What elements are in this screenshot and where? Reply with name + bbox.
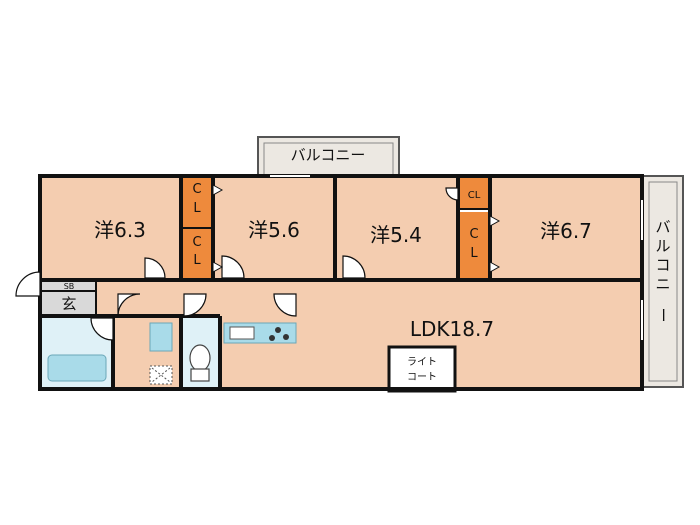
closet-door-marks [212,184,501,273]
closet-3 [459,178,489,208]
thin-walls [42,208,490,316]
room-label-western-2: 洋5.6 [248,218,300,242]
light-court-label-2: コート [407,372,437,383]
stove-burner [275,327,281,333]
balcony-top: バルコニー [257,136,400,178]
closet-2-c: C [192,235,201,250]
light-court [387,345,457,393]
room-label-ldk: LDK18.7 [410,317,494,341]
room-label-western-1: 洋6.3 [94,218,146,242]
door-washroom [117,293,141,317]
balcony-right-char: ニ [655,275,670,293]
closet-4-c: C [469,227,478,242]
balcony-right-char: コ [655,256,670,274]
genkan [42,291,96,315]
shoebox-label: SB [64,282,75,291]
light-court-label-1: ライト [407,356,437,368]
kitchen-sink [229,326,255,340]
door-ldk [273,293,297,317]
doors [15,187,459,341]
door-western-2 [221,255,245,279]
room-western-4 [490,178,640,278]
balcony-right-char: ー [654,307,672,322]
toilet-tank [190,368,210,382]
toilet-bowl [189,344,211,372]
balcony-right-char: ル [655,237,670,255]
shoe-box [42,282,96,291]
closet-1-l: L [193,201,201,216]
door-closet-3 [445,187,459,201]
room-label-western-4: 洋6.7 [540,219,592,243]
door-bath [90,317,114,341]
door-western-1 [144,257,166,279]
bathtub [47,354,107,382]
genkan-label: 玄 [61,295,76,313]
stove-burner [269,335,275,341]
door-western-3 [342,255,366,279]
closet-1-c: C [192,182,201,197]
door-entrance [15,271,41,297]
closet-4-l: L [470,246,478,261]
closet-3-label: CL [468,190,481,201]
door-toilet [183,293,207,317]
balcony-right: バ ル コ ニ ー [642,175,684,388]
windows [270,175,643,340]
balcony-right-char: バ [655,218,670,236]
room-label-western-3: 洋5.4 [370,223,422,247]
stove-burner [283,334,289,340]
closet-2-l: L [193,253,201,268]
wash-basin [149,322,173,352]
closet-4 [459,212,489,278]
balcony-top-label: バルコニー [291,146,366,164]
